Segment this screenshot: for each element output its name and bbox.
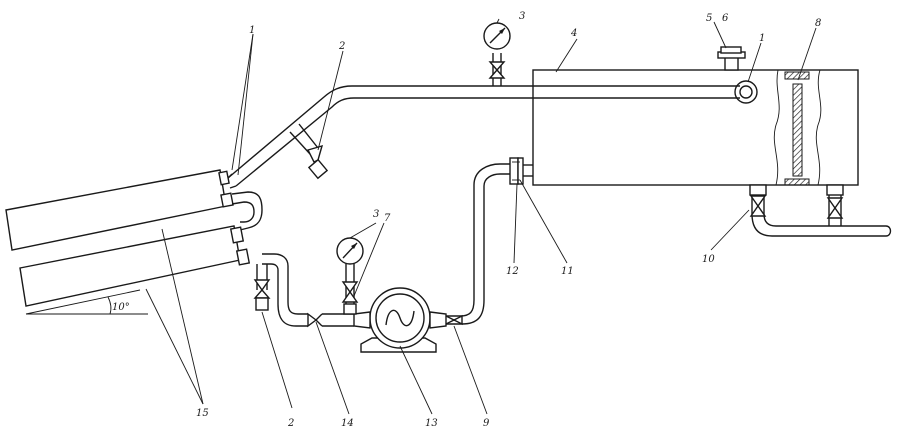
label-3-lower: 3 — [373, 209, 379, 220]
label-1-tank: 1 — [759, 33, 765, 44]
label-10: 10 — [702, 254, 715, 265]
bottom-drain — [749, 184, 892, 237]
label-1-top: 1 — [249, 25, 255, 36]
label-11: 11 — [561, 266, 574, 277]
unit-connection — [227, 173, 237, 189]
drain-valve-upper — [289, 123, 329, 180]
label-14: 14 — [341, 418, 354, 429]
pressure-gauge-upper — [483, 22, 511, 86]
filler-cap — [717, 46, 746, 71]
label-12: 12 — [506, 266, 519, 277]
label-3-upper: 3 — [519, 11, 525, 22]
label-7: 7 — [384, 213, 391, 224]
leader-lines — [145, 18, 817, 415]
label-9: 9 — [483, 418, 490, 429]
angle-indicator — [25, 289, 148, 315]
drain-valve-lower — [253, 264, 271, 311]
callout-labels: 1 2 3 4 5 6 1 8 3 7 10 12 11 15 2 14 13 … — [112, 11, 821, 429]
label-15: 15 — [196, 408, 209, 419]
pressure-gauge-lower — [336, 237, 364, 315]
test-unit-upper — [5, 169, 263, 251]
test-unit-lower — [19, 225, 251, 307]
pump — [353, 287, 463, 353]
label-13: 13 — [425, 418, 438, 429]
pressure-line — [446, 157, 533, 325]
label-6: 6 — [722, 13, 729, 24]
label-angle: 10° — [112, 302, 130, 313]
label-4: 4 — [570, 28, 577, 39]
suction-line — [262, 253, 354, 328]
tank-partition — [784, 71, 810, 186]
label-5: 5 — [706, 13, 712, 24]
label-2-lower: 2 — [287, 418, 294, 429]
inlet-ring — [734, 80, 758, 104]
return-line — [227, 85, 740, 187]
label-2-upper: 2 — [338, 41, 345, 52]
label-8: 8 — [815, 18, 821, 29]
tank — [532, 69, 859, 186]
